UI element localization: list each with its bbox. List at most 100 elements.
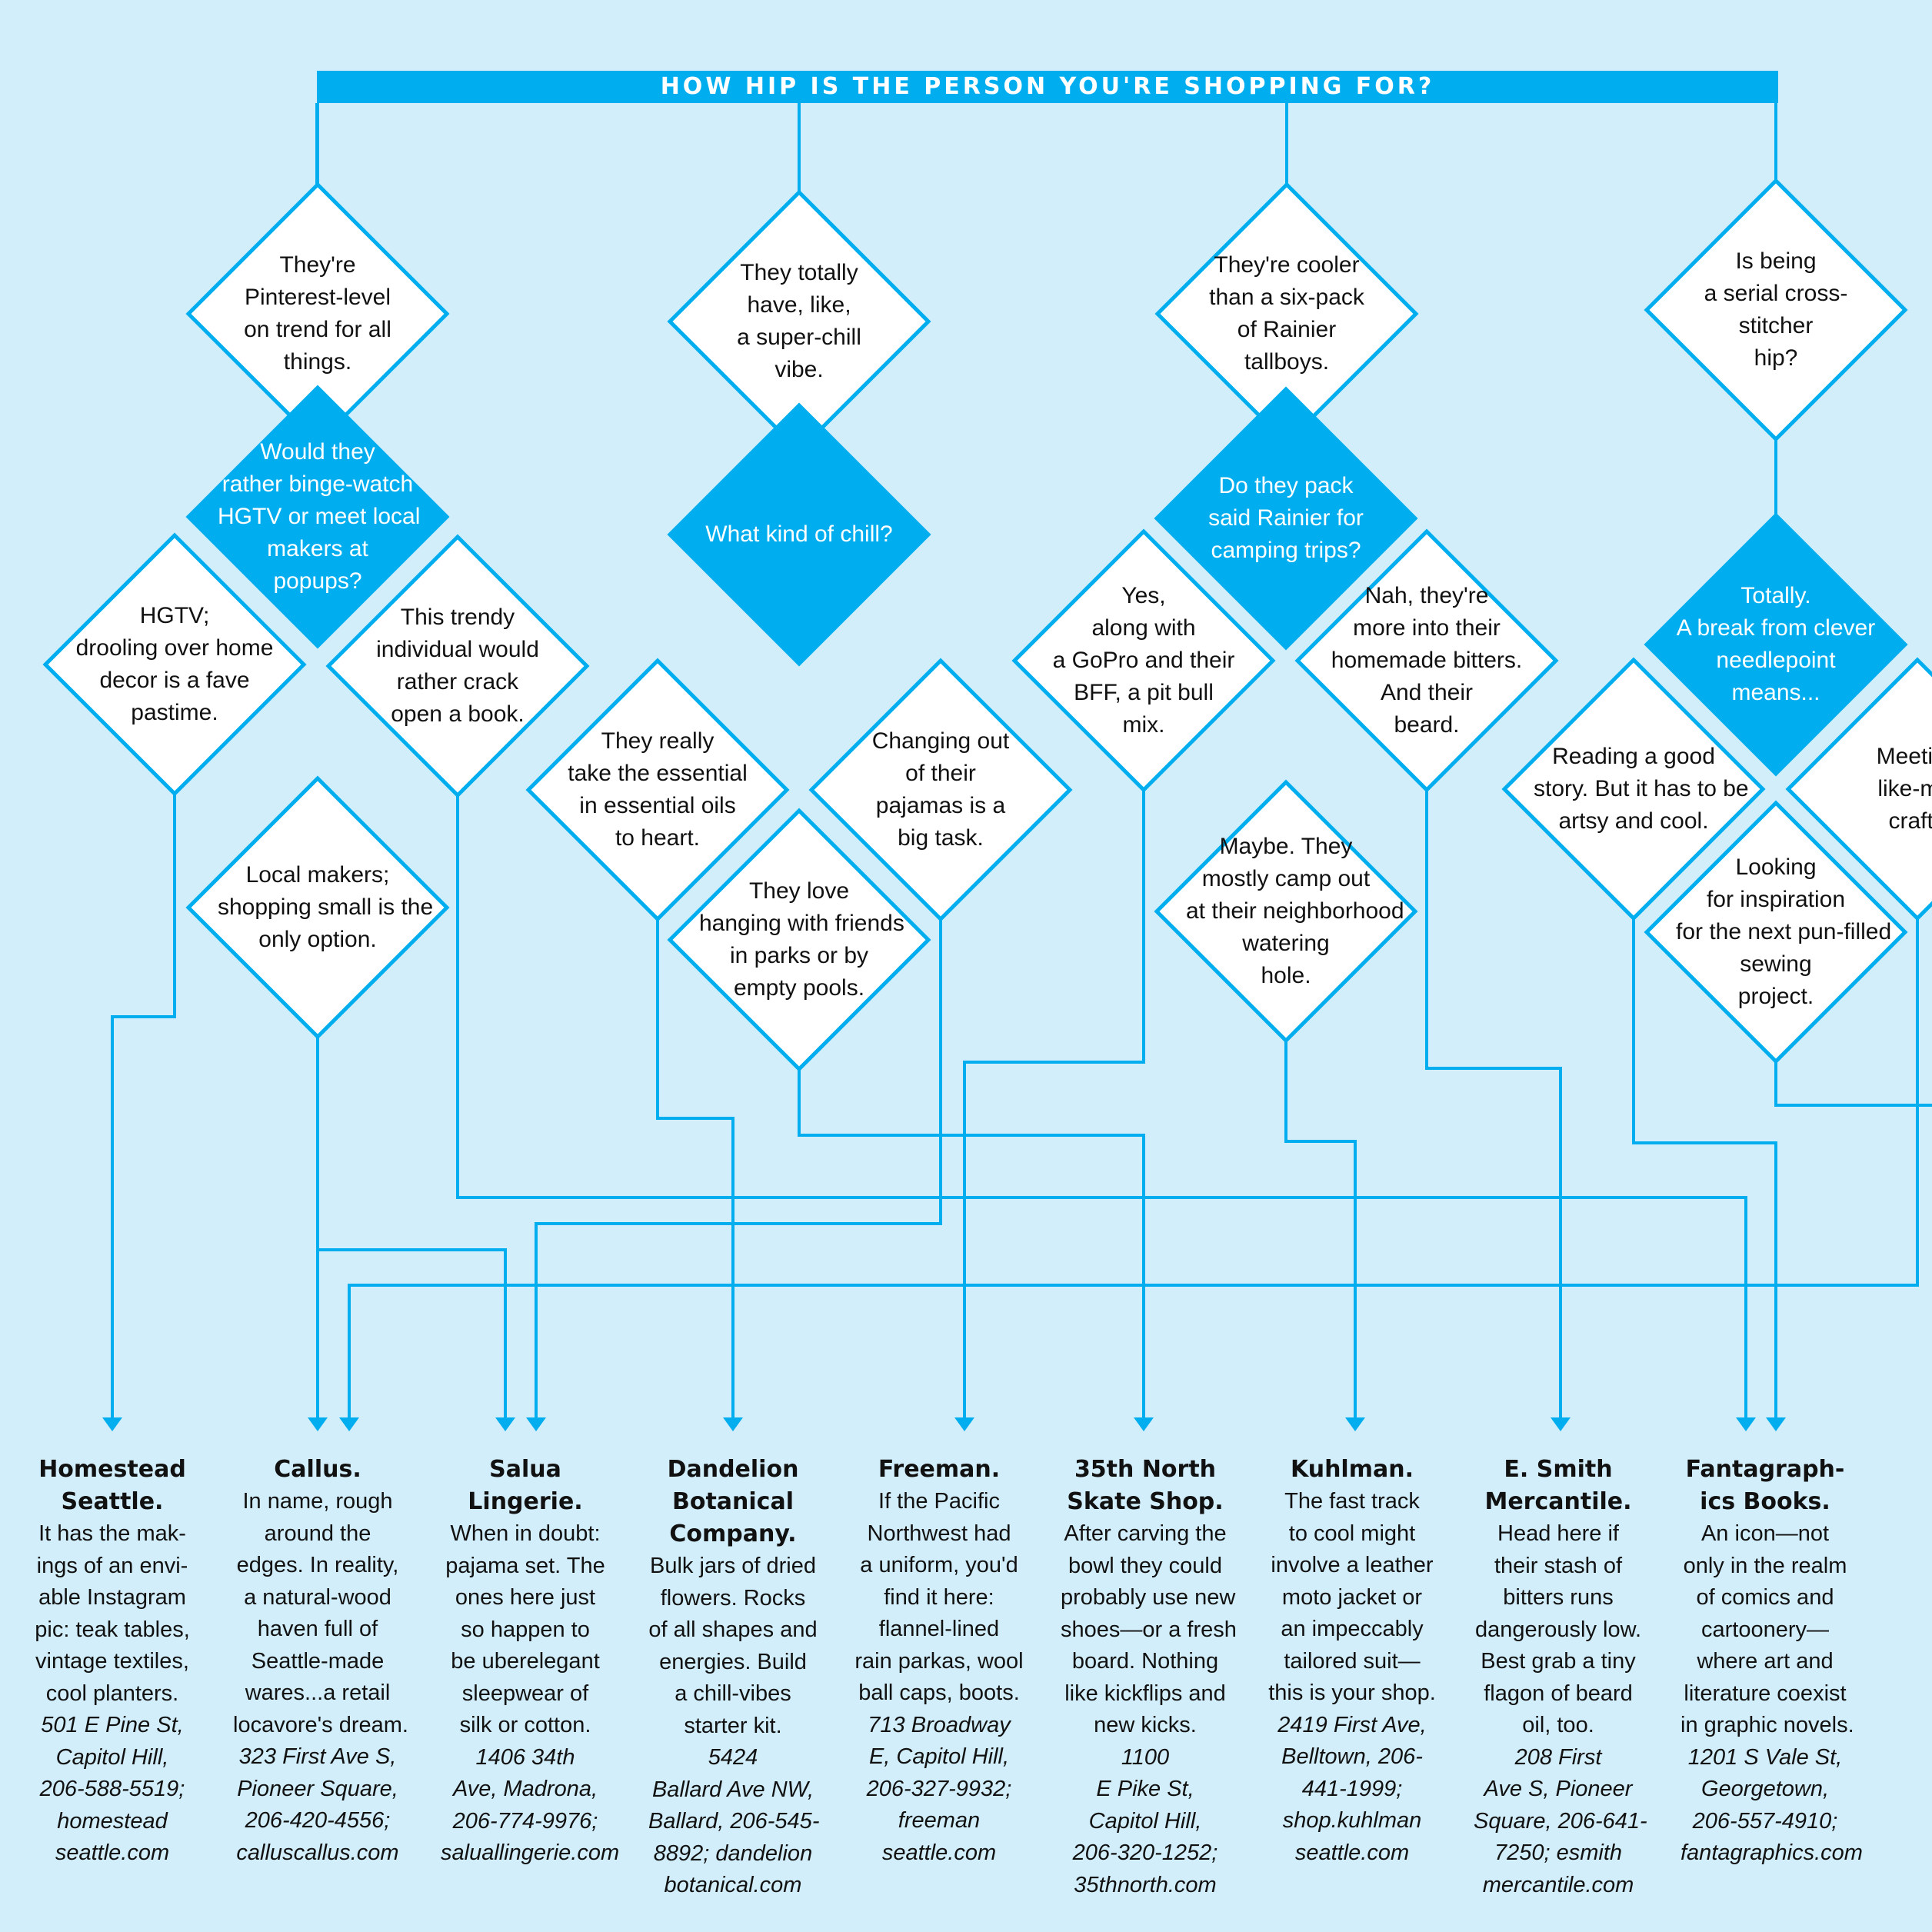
shop-address-line: Square, 206-641- [1474, 1808, 1647, 1834]
connector-line [1632, 918, 1777, 1419]
shop-address-line: 323 First Ave S, [238, 1744, 397, 1769]
node-text-line: What kind of chill? [705, 521, 893, 547]
node-text-line: mix. [1122, 712, 1165, 738]
arrow-down-icon [308, 1417, 328, 1431]
node-text-line: project. [1737, 984, 1814, 1009]
diamond-good-story [1501, 657, 1766, 921]
shop-description-line: The fast track [1284, 1489, 1420, 1514]
node-text-line: HGTV; [139, 603, 210, 628]
shop-name-line: Homestead [38, 1456, 186, 1483]
connector-line [798, 1069, 1145, 1419]
node-text-line: pastime. [131, 700, 218, 725]
connector-line [963, 790, 1145, 1419]
shop-address-line: 208 First [1514, 1744, 1602, 1770]
shop-name-line: Fantagraph- [1685, 1456, 1845, 1483]
shop-name-line: Salua [489, 1456, 561, 1483]
shop-address-line: Ave S, Pioneer [1484, 1777, 1633, 1801]
diamond-pajamas [808, 658, 1073, 922]
shop-name: Kuhlman. [1267, 1454, 1437, 1486]
diamond-cross-stitch [1644, 178, 1908, 442]
node-text-line: decor is a fave [99, 668, 250, 693]
shop-description-line: shoes—or a fresh [1061, 1617, 1237, 1642]
node-text-line: Nah, they're [1364, 583, 1489, 608]
shop-description-line: Seattle-made [251, 1648, 385, 1674]
node-text-line: artsy and cool. [1558, 808, 1709, 834]
shop-description-line: only in the realm [1683, 1553, 1847, 1578]
node-text-line: of Rainier [1237, 317, 1337, 342]
shop-address-line: botanical.com [664, 1873, 802, 1897]
diamond-meeting [1785, 657, 1932, 921]
node-text-line: Changing out [871, 728, 1010, 754]
node-text-line: mostly camp out [1201, 866, 1371, 891]
shop-address-line: 206-327-9932; [866, 1776, 1012, 1801]
node-text-line: popups? [273, 568, 362, 594]
shop-description-line: th [1884, 1551, 1932, 1583]
node-text-line: Pinterest-level [244, 285, 391, 310]
diamond-local-makers [185, 775, 450, 1040]
node-text-line: Yes, [1121, 583, 1166, 608]
node-text-line: big task. [898, 825, 984, 851]
shop-name-line: Mercantile. [1484, 1488, 1632, 1515]
node-text-line: things. [283, 349, 352, 375]
arrow-down-icon [954, 1417, 974, 1431]
shop-address-line: Capitol Hill, [55, 1744, 169, 1770]
diamond-needlepoint [1644, 512, 1908, 777]
node-text-line: for inspiration [1706, 887, 1846, 912]
shop-description-line: tailored suit— [1284, 1648, 1421, 1674]
arrow-down-icon [1736, 1417, 1756, 1431]
node-text-line: They love [748, 878, 850, 904]
shop-description-line: an impeccably [1281, 1617, 1424, 1641]
shop-address-line: 206-320-1252; [1072, 1840, 1218, 1865]
shop-address-line: saluallingerie.com [441, 1840, 620, 1865]
node-text-line: open a book. [391, 701, 525, 727]
node-text-line: They're cooler [1214, 252, 1360, 278]
node-text-line: only option. [258, 927, 377, 952]
diamond-inspiration [1644, 800, 1908, 1064]
shop-name: FV [1884, 1454, 1932, 1518]
shop-description-line: pic: teak tables, [35, 1617, 190, 1642]
node-text-line: BFF, a pit bull [1074, 680, 1214, 705]
node-text-line: And their [1380, 680, 1474, 705]
shop-address-line: homestead [57, 1808, 168, 1834]
shop-description-line: vintage textiles, [35, 1649, 189, 1674]
shop-description-line: Head here if [1497, 1521, 1619, 1546]
diamond-bitters [1294, 528, 1559, 793]
shop-description-line: Bulk jars of dried [650, 1554, 816, 1578]
shop-address-line: seattle.com [55, 1840, 170, 1865]
shop-address-line: mercantile.com [1482, 1872, 1634, 1897]
node-text-line: along with [1091, 615, 1196, 641]
node-text-line: story. But it has to be [1534, 776, 1749, 801]
connector-line [1425, 790, 1562, 1419]
node-text-line: Meeting [1876, 744, 1932, 769]
node-text-line: drooling over home [75, 635, 274, 661]
shop-address-line: 8892; dandelion [653, 1840, 813, 1866]
shop-description-line: whe [1884, 1614, 1932, 1647]
shop-address-line: Ballard Ave NW, [651, 1777, 814, 1802]
diamond-neighborhood [1154, 779, 1418, 1044]
shop-name-line: Company. [669, 1521, 797, 1547]
shop-address-line: fre [1884, 1774, 1932, 1806]
shop-description-line: involve a leather [1271, 1553, 1434, 1577]
shop-description-line: be uberelegant [451, 1649, 600, 1674]
shop-description-line: sleepwear of [461, 1681, 589, 1706]
shop-description-line: a chill-vibes [675, 1681, 791, 1706]
shop-description-line: locavore's dream. [233, 1712, 408, 1737]
shop-description-line: re [1884, 1646, 1932, 1678]
shop-description: It has the mak-ings of an envi-able Inst… [28, 1518, 197, 1870]
diamond-essential-oils [525, 658, 790, 922]
shop-description-line: ones here just [455, 1585, 596, 1610]
flowchart-title: HOW HIP IS THE PERSON YOU'RE SHOPPING FO… [317, 71, 1778, 103]
node-text-line: A break from clever [1676, 615, 1876, 641]
